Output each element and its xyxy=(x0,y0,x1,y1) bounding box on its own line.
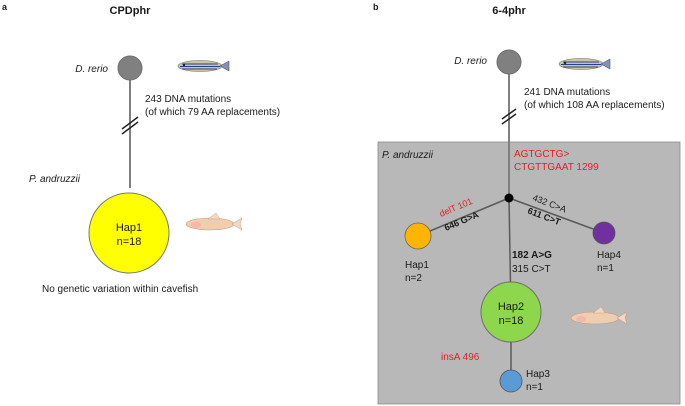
p-andruzzii-label-b: P. andruzzii xyxy=(382,150,434,161)
junction-node xyxy=(504,193,514,203)
mutations-line1-a: 243 DNA mutations xyxy=(145,94,231,105)
mutations-line2-a: (of which 79 AA replacements) xyxy=(145,107,280,118)
cavefish-image-a xyxy=(185,212,243,231)
mutations-line1-b: 241 DNA mutations xyxy=(524,87,610,98)
mutations-line2-b: (of which 108 AA replacements) xyxy=(524,100,665,111)
hap1-name-a: Hap1 xyxy=(116,222,142,234)
hap1-count-a: n=18 xyxy=(117,236,142,248)
d-rerio-label-b: D. rerio xyxy=(454,56,487,67)
hap1-node-a xyxy=(88,192,170,274)
d-rerio-node-a xyxy=(117,55,143,81)
zebrafish-image-a xyxy=(177,60,230,72)
hap4-name-b: Hap4 xyxy=(597,250,621,261)
hap4-count-b: n=1 xyxy=(597,263,614,274)
panel-a-title: CPDphr xyxy=(110,5,152,17)
panel-b-letter: b xyxy=(373,2,379,12)
p-andruzzii-label-a: P. andruzzii xyxy=(29,174,81,185)
hap2-node-b xyxy=(480,281,542,343)
d-rerio-node-b xyxy=(496,49,522,75)
break-mark-a xyxy=(121,116,139,135)
zebrafish-image-b xyxy=(558,58,611,70)
hap4-node-b xyxy=(592,221,616,245)
panel-a-note: No genetic variation within cavefish xyxy=(42,284,198,295)
hap1-name-b: Hap1 xyxy=(405,260,429,271)
hap3-count-b: n=1 xyxy=(526,382,543,393)
insertion-line1: AGTGCTG> xyxy=(514,149,569,160)
mut-315-label: 315 C>T xyxy=(512,264,551,275)
hap1-count-b: n=2 xyxy=(405,273,422,284)
p-andruzzii-box xyxy=(377,141,681,405)
hap2-count-b: n=18 xyxy=(499,315,524,327)
insertion-line2: CTGTTGAAT 1299 xyxy=(514,162,599,173)
hap1-node-b xyxy=(404,222,432,250)
panel-b-title: 6-4phr xyxy=(492,5,526,17)
hap3-name-b: Hap3 xyxy=(526,369,550,380)
break-mark-b xyxy=(501,108,517,125)
panel-a-letter: a xyxy=(2,2,8,12)
hap2-name-b: Hap2 xyxy=(498,301,524,313)
mut-182-label: 182 A>G xyxy=(512,250,552,261)
d-rerio-label-a: D. rerio xyxy=(75,64,108,75)
panel-b-edges xyxy=(417,68,605,381)
mut-insA-label: insA 496 xyxy=(441,352,480,363)
hap3-node-b xyxy=(499,369,523,393)
